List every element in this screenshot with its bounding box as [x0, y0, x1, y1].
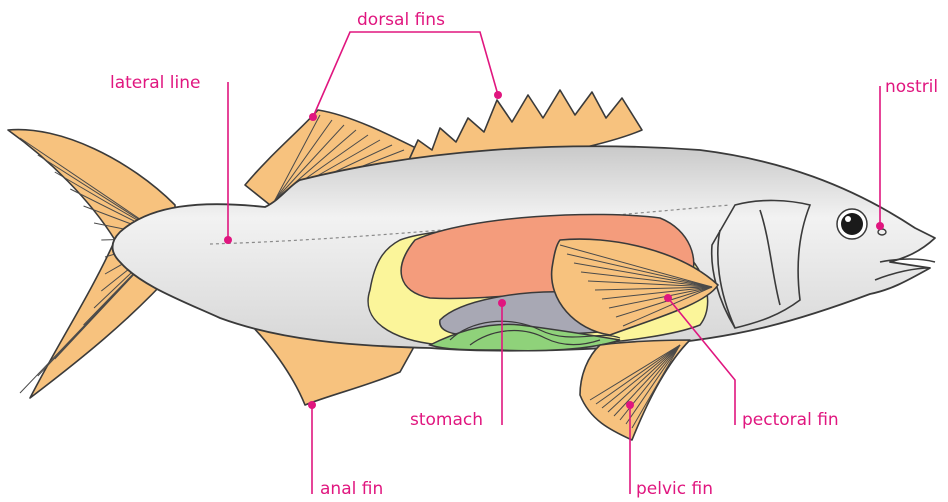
label-pectoral-fin: pectoral fin: [742, 410, 839, 430]
label-lateral-line: lateral line: [110, 73, 200, 93]
label-nostril: nostril: [885, 77, 938, 97]
pelvic-fin-shape: [580, 340, 690, 440]
label-anal-fin: anal fin: [320, 479, 383, 499]
fish-eye: [837, 209, 867, 239]
label-dorsal-fins: dorsal fins: [357, 10, 445, 30]
label-pelvic-fin: pelvic fin: [636, 479, 713, 499]
label-stomach: stomach: [410, 410, 483, 430]
